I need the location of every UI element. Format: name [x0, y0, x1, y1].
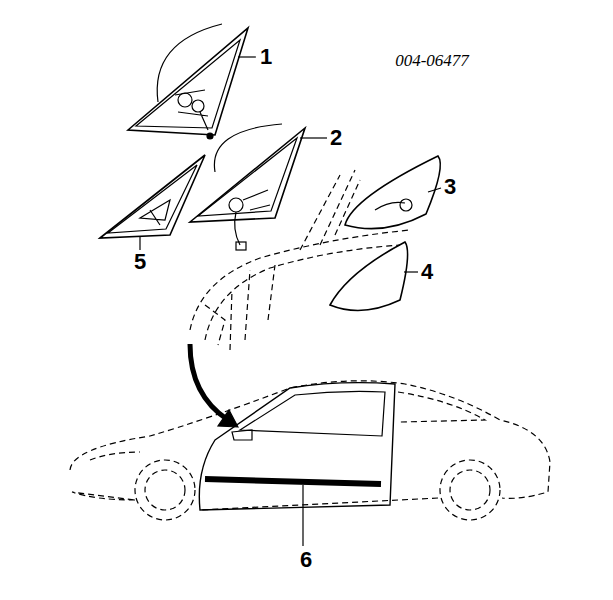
mirror-base [190, 128, 305, 222]
mirror-on-car [232, 430, 252, 440]
mirror-mechanism [140, 200, 170, 225]
mirror-mechanism [243, 190, 270, 210]
callout-number: 5 [134, 251, 146, 273]
mirror-mechanism [175, 90, 208, 130]
mirror-motor [229, 198, 243, 212]
door-molding [205, 479, 381, 484]
mirror-motor [178, 93, 192, 107]
mirror-cover [345, 156, 440, 229]
callout-number: 2 [330, 127, 342, 149]
mirror-cable [235, 212, 240, 245]
callout-number: 4 [421, 261, 433, 283]
callout-number: 3 [444, 176, 456, 198]
mirror-cover-detail [375, 199, 412, 211]
door-window [240, 391, 385, 436]
figure-code: 004-06477 [395, 52, 469, 69]
callout-number: 6 [300, 549, 312, 571]
car-outline [70, 381, 550, 520]
mirror-base [128, 28, 248, 135]
callout-number: 1 [260, 46, 272, 68]
leader-line [140, 57, 441, 546]
mirror-connector [236, 242, 246, 250]
mirror-motor [192, 100, 204, 112]
mirror-glass [214, 124, 282, 172]
mirror-base [136, 40, 240, 128]
pointer-arrow [190, 344, 228, 420]
mirror-screw [207, 133, 213, 139]
mirror-base [198, 138, 297, 216]
door-frame [190, 170, 410, 350]
door [199, 383, 395, 510]
mirror-base [100, 155, 205, 238]
mirror-base [108, 165, 197, 233]
